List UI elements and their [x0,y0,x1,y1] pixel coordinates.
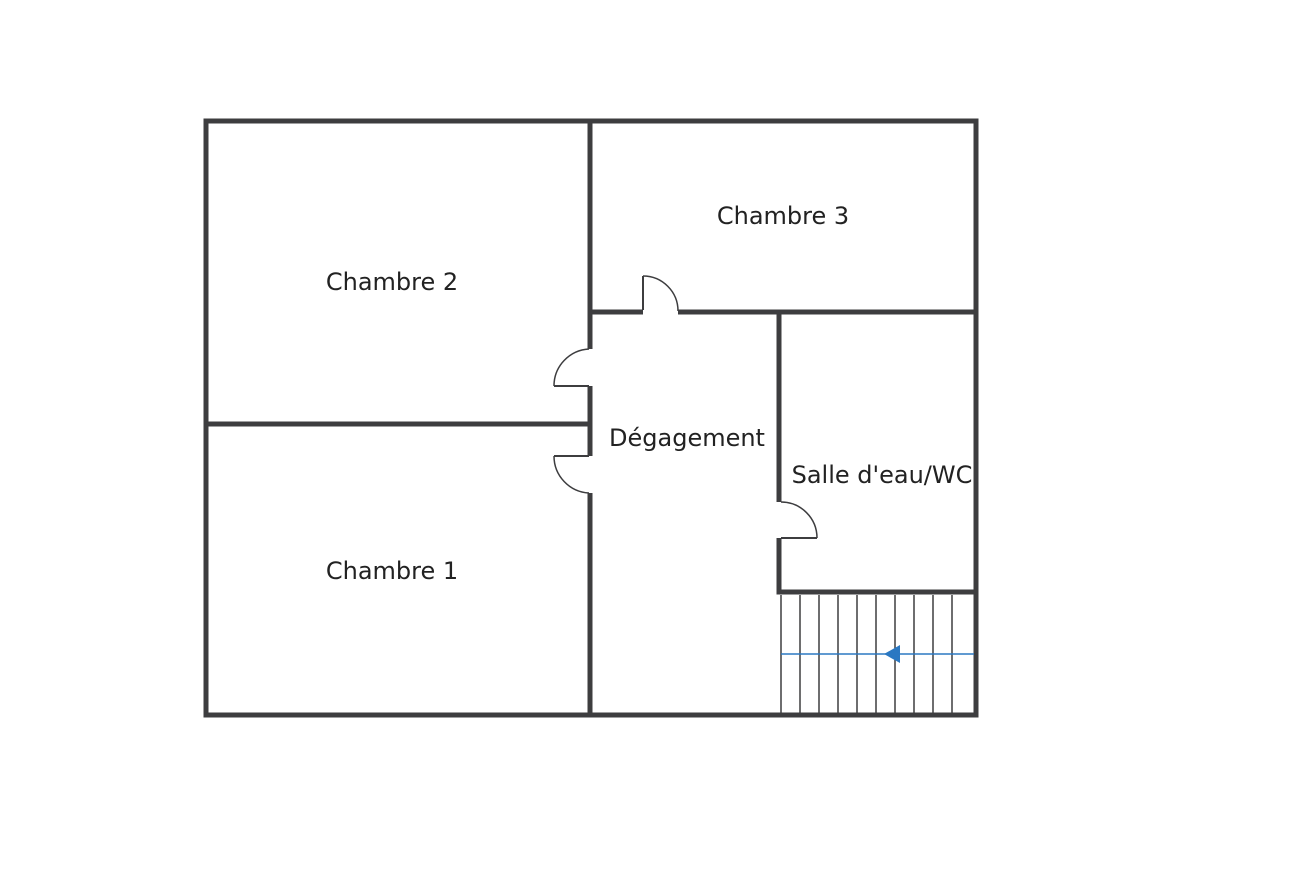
room-label-chambre-3: Chambre 3 [717,202,849,230]
door-salle-eau[interactable] [780,501,818,539]
staircase [780,595,974,713]
room-label-degagement: Dégagement [609,424,765,452]
door-chambre-1[interactable] [553,455,590,494]
room-label-salle-eau-wc: Salle d'eau/WC [792,461,973,489]
room-label-chambre-1: Chambre 1 [326,557,458,585]
stair-arrow-icon [884,645,900,663]
room-label-chambre-2: Chambre 2 [326,268,458,296]
door-chambre-2[interactable] [553,348,590,387]
door-chambre-3[interactable] [642,275,679,312]
